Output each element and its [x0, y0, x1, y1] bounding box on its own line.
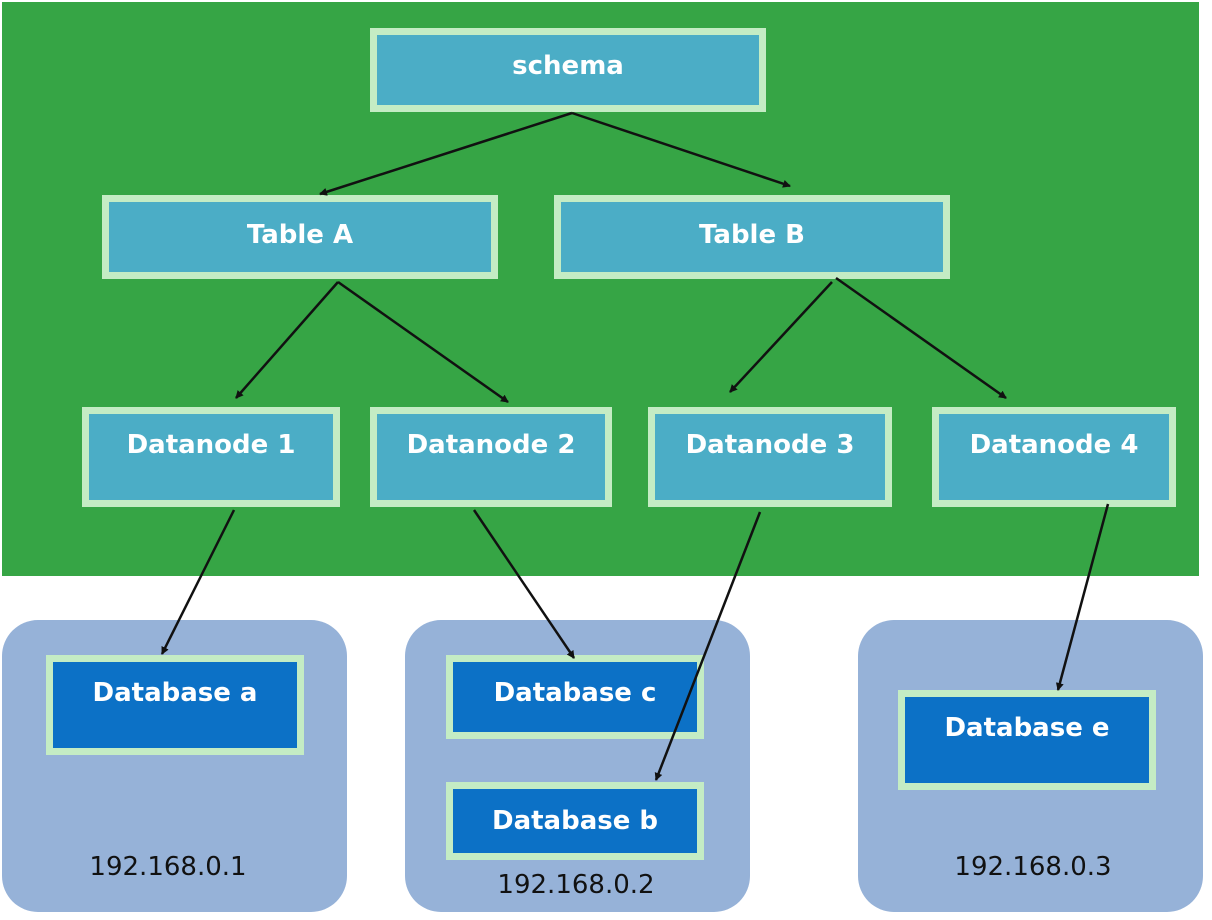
- datanode-2-label: Datanode 2: [406, 430, 576, 460]
- arrow-table-a-to-datanode-2: [337, 280, 509, 404]
- host-3-ip: 192.168.0.3: [954, 852, 1112, 882]
- host-1-ip: 192.168.0.1: [89, 852, 247, 882]
- schema-label: schema: [512, 51, 624, 81]
- arrow-table-b-to-datanode-4: [835, 276, 1007, 400]
- arrow-table-b-to-datanode-3: [729, 281, 833, 393]
- table-a-label: Table A: [246, 220, 354, 250]
- arrow-table-a-to-datanode-1: [235, 281, 339, 399]
- arrow-schema-to-table-a: [319, 111, 573, 196]
- datanode-1-node: Datanode 1: [82, 407, 340, 507]
- database-b-node: Database b: [446, 782, 704, 860]
- datanode-3-label: Datanode 3: [685, 430, 855, 460]
- datanode-4-node: Datanode 4: [932, 407, 1176, 507]
- arrow-datanode-1-to-database-a: [160, 509, 236, 655]
- datanode-4-label: Datanode 4: [969, 430, 1139, 460]
- arrow-datanode-4-to-database-e: [1055, 503, 1110, 691]
- database-b-label: Database b: [491, 806, 659, 836]
- datanode-3-node: Datanode 3: [648, 407, 892, 507]
- database-a-node: Database a: [46, 655, 304, 755]
- database-c-label: Database c: [493, 678, 657, 708]
- database-e-label: Database e: [944, 713, 1110, 743]
- database-e-node: Database e: [898, 690, 1156, 790]
- schema-node: schema: [370, 28, 766, 112]
- host-2-ip: 192.168.0.2: [497, 870, 655, 900]
- database-c-node: Database c: [446, 655, 704, 739]
- datanode-2-node: Datanode 2: [370, 407, 612, 507]
- arrow-datanode-3-to-database-b: [654, 511, 762, 781]
- datanode-1-label: Datanode 1: [126, 430, 296, 460]
- table-a-node: Table A: [102, 195, 498, 279]
- database-a-label: Database a: [92, 678, 258, 708]
- table-b-label: Table B: [699, 220, 805, 250]
- arrow-schema-to-table-b: [571, 111, 791, 188]
- arrow-datanode-2-to-database-c: [472, 509, 576, 659]
- table-b-node: Table B: [554, 195, 950, 279]
